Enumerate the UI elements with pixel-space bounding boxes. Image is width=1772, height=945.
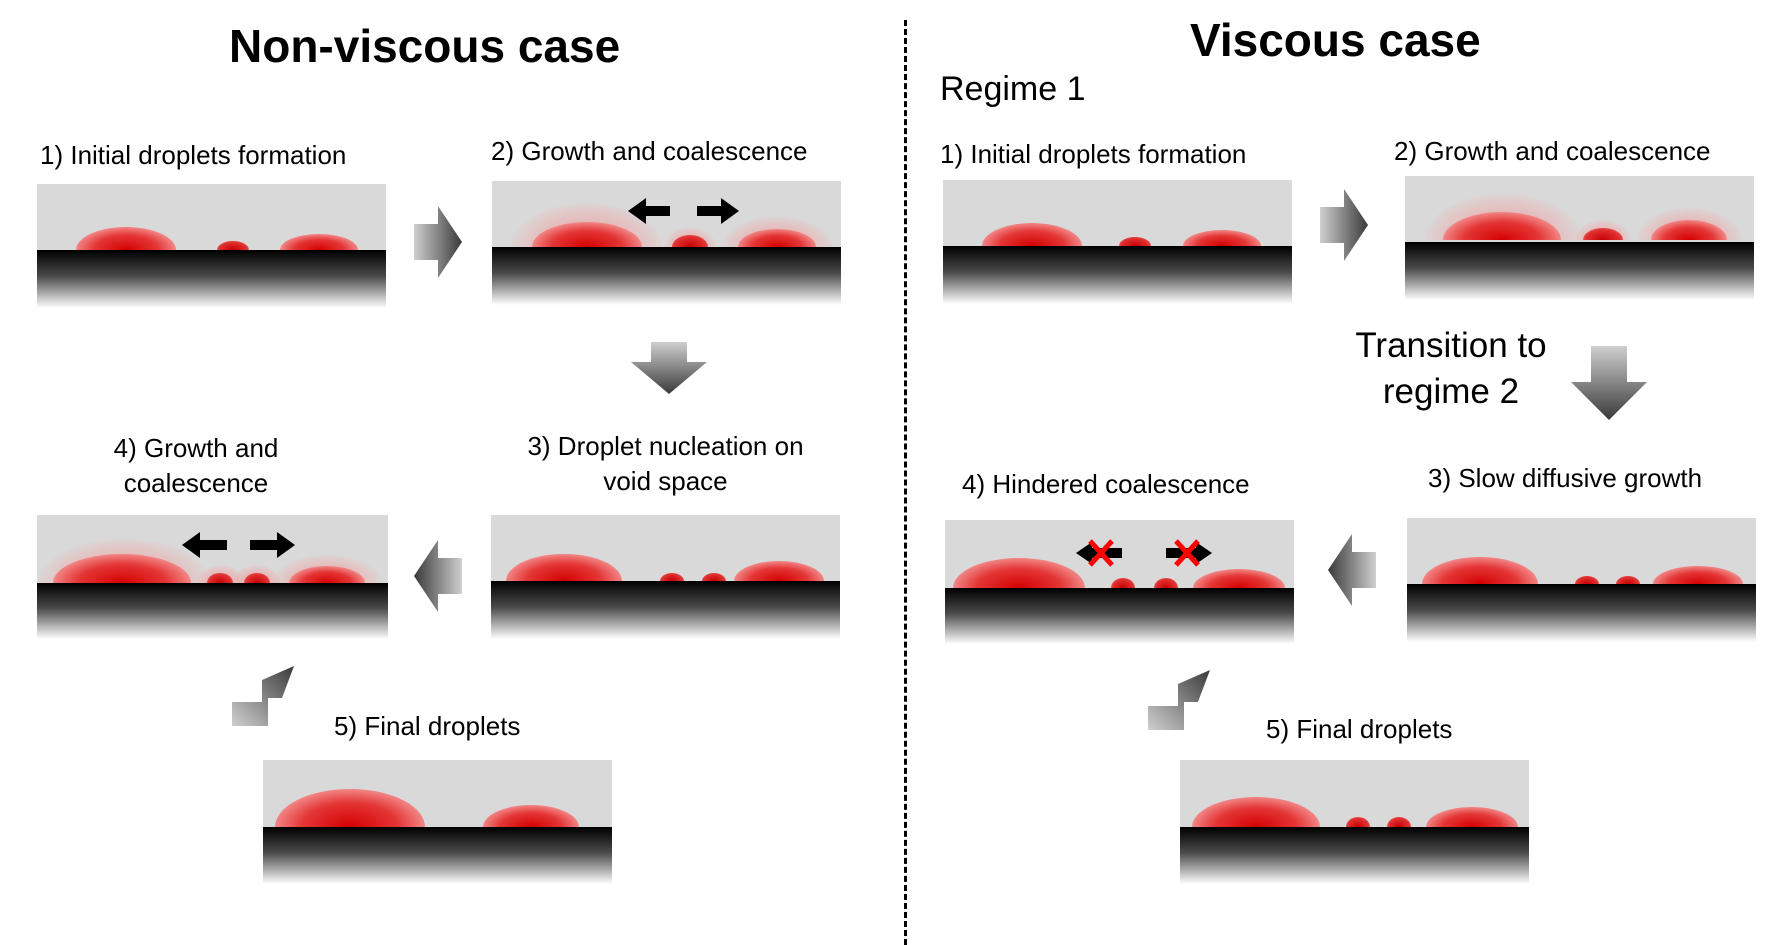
droplet: [483, 805, 579, 827]
droplet: [660, 573, 684, 581]
droplet: [1193, 569, 1285, 588]
substrate: [263, 827, 612, 884]
droplet: [289, 566, 365, 583]
right-panel-2: [1405, 176, 1754, 300]
substrate: [945, 588, 1294, 644]
droplet: [244, 573, 270, 583]
right-panel-1: [943, 180, 1292, 304]
droplet: [275, 789, 425, 827]
left-step4-label-line1: 4) Growth and: [113, 433, 279, 463]
flow-arrow-left-icon: [1328, 534, 1376, 606]
transition-label-line2: regime 2: [1382, 372, 1520, 411]
right-step5-label: 5) Final droplets: [1266, 714, 1453, 744]
droplet: [1387, 817, 1411, 827]
left-step4-label-line2: coalescence: [123, 468, 269, 498]
droplet: [672, 235, 708, 247]
substrate: [37, 250, 386, 308]
right-step2-label: 2) Growth and coalescence: [1394, 136, 1711, 166]
right-arrow-icon: [250, 532, 295, 558]
droplet: [1183, 230, 1261, 246]
right-step4-label: 4) Hindered coalescence: [962, 469, 1250, 499]
droplet: [738, 229, 816, 247]
droplet: [76, 227, 176, 250]
divider-dashed-line: [904, 20, 907, 945]
droplet: [982, 223, 1082, 246]
left-step1-label: 1) Initial droplets formation: [40, 140, 347, 170]
droplet: [1616, 576, 1640, 584]
left-step3-label-line2: void space: [603, 466, 728, 496]
droplet: [1583, 228, 1623, 240]
viscous-title: Viscous case: [1190, 14, 1481, 66]
droplet: [1422, 557, 1538, 584]
droplet: [1426, 807, 1518, 827]
substrate: [1407, 584, 1756, 642]
left-step3-label-line1: 3) Droplet nucleation on: [527, 431, 804, 461]
flow-arrow-diagonal-icon: [1148, 670, 1210, 730]
droplet: [734, 561, 824, 581]
transition-label-line1: Transition to: [1355, 326, 1547, 365]
droplet: [1346, 817, 1370, 827]
left-panel-5: [263, 760, 612, 884]
droplet: [1575, 576, 1599, 584]
substrate: [1180, 827, 1529, 884]
droplet: [1119, 237, 1151, 246]
substrate: [1405, 242, 1754, 300]
right-arrow-icon: [697, 198, 739, 224]
droplet: [280, 234, 358, 250]
right-panel-3: [1407, 518, 1756, 642]
flow-arrow-down-icon: [1571, 346, 1647, 420]
right-panel-4: [945, 520, 1294, 644]
droplet: [1192, 797, 1320, 827]
droplet: [1111, 578, 1135, 588]
substrate: [492, 247, 841, 305]
blocked-right-arrow-icon: [1166, 539, 1212, 567]
left-step2-label: 2) Growth and coalescence: [491, 136, 808, 166]
droplet: [1154, 578, 1178, 588]
blocked-left-arrow-icon: [1076, 539, 1122, 567]
left-panel-3: [491, 515, 840, 639]
right-step1-label: 1) Initial droplets formation: [940, 139, 1247, 169]
right-panel-5: [1180, 760, 1529, 884]
droplet: [217, 241, 249, 250]
droplet: [1653, 566, 1743, 584]
left-arrow-icon: [628, 198, 670, 224]
flow-arrow-left-icon: [414, 540, 462, 612]
flow-arrow-right-icon: [1320, 189, 1368, 261]
left-arrow-icon: [182, 532, 227, 558]
droplet: [702, 573, 726, 581]
right-step3-label: 3) Slow diffusive growth: [1428, 463, 1703, 493]
flow-arrow-diagonal-icon: [232, 666, 294, 726]
flow-arrow-down-icon: [631, 342, 707, 394]
droplet: [1651, 220, 1727, 240]
left-panel-4: [37, 515, 388, 639]
substrate: [37, 583, 388, 639]
regime-1-label: Regime 1: [940, 70, 1086, 108]
flow-arrow-right-icon: [414, 206, 462, 278]
substrate: [943, 246, 1292, 304]
left-step5-label: 5) Final droplets: [334, 711, 521, 741]
droplet: [506, 554, 622, 581]
droplet: [953, 558, 1085, 588]
droplet: [207, 573, 233, 583]
left-panel-1: [37, 184, 386, 308]
substrate: [491, 581, 840, 639]
non-viscous-title: Non-viscous case: [229, 20, 621, 72]
